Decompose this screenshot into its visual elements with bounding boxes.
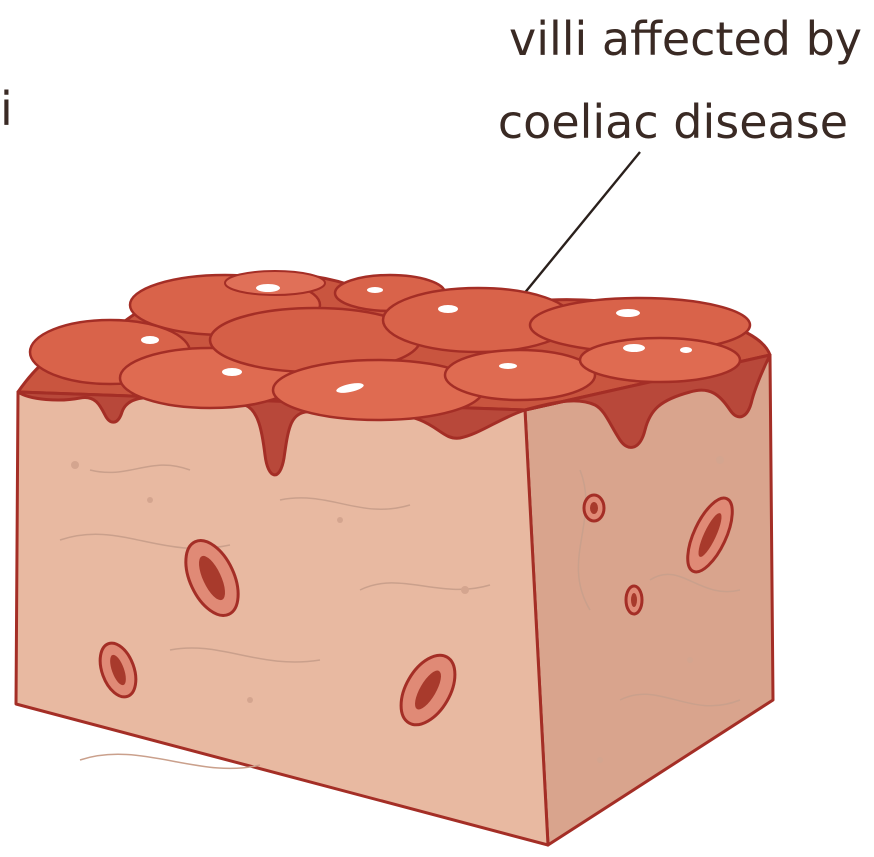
villus-dome-11 [225,271,325,295]
leader-line [514,152,640,306]
villi-label-line2: coeliac disease [498,95,848,149]
vessel-6 [626,586,642,614]
vessel-5 [584,495,604,521]
villus-dome-10 [580,338,740,382]
cut-off-label-left: i [0,82,13,136]
villi-label-line1: villi affected by [509,12,862,66]
tissue-side-face [525,355,773,845]
villus-dome-8 [445,350,595,400]
